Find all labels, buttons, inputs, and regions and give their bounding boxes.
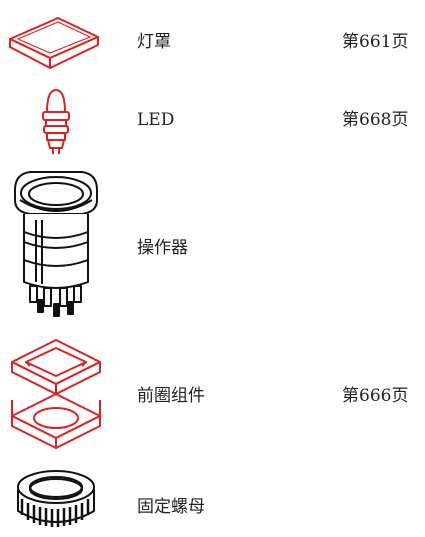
part-label: 灯罩 <box>137 32 171 52</box>
parts-row-lock-nut: 固定螺母 <box>0 465 425 537</box>
lamp-cap-icon <box>9 17 99 69</box>
part-label: 固定螺母 <box>137 497 205 517</box>
lock-nut-icon <box>17 470 95 527</box>
page-reference: 第661页 <box>342 32 409 52</box>
part-label: 前圈组件 <box>137 386 205 406</box>
parts-row-led: LED 第668页 <box>0 82 425 162</box>
part-label: 操作器 <box>137 238 188 258</box>
page-reference: 第668页 <box>342 110 409 130</box>
led-bulb-icon <box>42 89 70 154</box>
page-reference: 第666页 <box>342 386 409 406</box>
bezel-assembly-icon <box>11 339 101 449</box>
parts-row-bezel-assembly: 前圈组件 第666页 <box>0 320 425 465</box>
part-label: LED <box>137 110 175 130</box>
parts-row-operator: 操作器 <box>0 160 425 335</box>
parts-row-lamp-cap: 灯罩 第661页 <box>0 0 425 90</box>
operator-icon <box>14 171 98 317</box>
